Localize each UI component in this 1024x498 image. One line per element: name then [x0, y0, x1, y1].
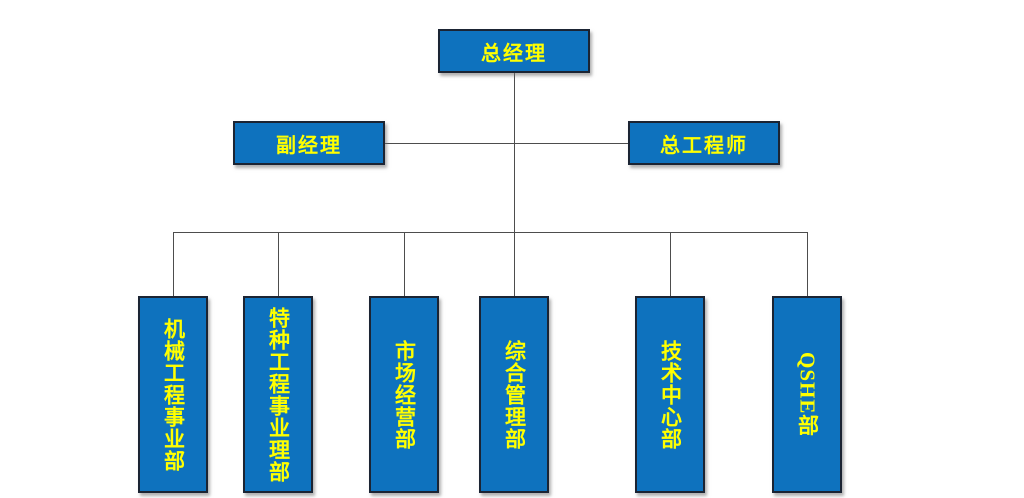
org-node-label: 总经理: [481, 42, 547, 65]
org-node-label: 机械工程事业部: [161, 317, 186, 472]
org-node-general-manager: 总经理: [438, 29, 590, 73]
connector-drop-dept-1: [173, 232, 174, 296]
org-node-dept-mechanical-engineering: 机械工程事业部: [138, 296, 208, 493]
org-node-dept-marketing: 市场经营部: [369, 296, 439, 493]
org-node-chief-engineer: 总工程师: [628, 121, 780, 165]
connector-drop-dept-6: [807, 232, 808, 296]
org-node-dept-general-management: 综合管理部: [479, 296, 549, 493]
org-node-label: 综合管理部: [502, 339, 527, 450]
connector-drop-dept-3: [404, 232, 405, 296]
org-node-label: QSHE部: [795, 352, 820, 437]
connector-level2-horizontal: [385, 143, 628, 144]
org-node-label: 总工程师: [660, 134, 748, 157]
org-node-label: 技术中心部: [658, 339, 683, 450]
org-node-dept-special-engineering: 特种工程事业理部: [243, 296, 313, 493]
connector-root-vertical: [514, 73, 515, 296]
org-node-label: 市场经营部: [392, 339, 417, 450]
org-node-label: 副经理: [276, 134, 342, 157]
org-node-label: 特种工程事业理部: [266, 306, 291, 483]
org-node-dept-technology-center: 技术中心部: [635, 296, 705, 493]
org-node-dept-qshe: QSHE部: [772, 296, 842, 493]
connector-drop-dept-5: [670, 232, 671, 296]
org-node-deputy-manager: 副经理: [233, 121, 385, 165]
connector-drop-dept-2: [278, 232, 279, 296]
connector-level3-rail: [173, 232, 808, 233]
